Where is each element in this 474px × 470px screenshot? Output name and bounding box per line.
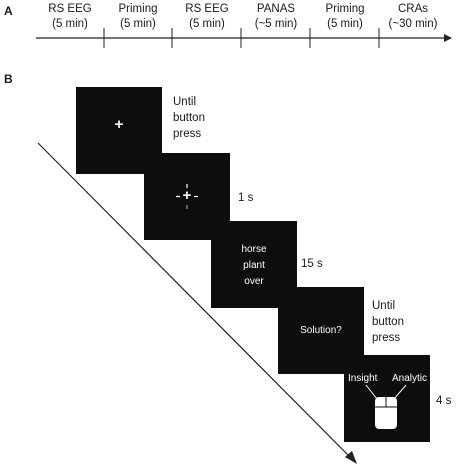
duration-fixation: Until button press bbox=[173, 94, 205, 142]
duration-line: button bbox=[173, 112, 205, 124]
duration-line: Until bbox=[372, 300, 396, 312]
segment-name: RS EEG bbox=[185, 3, 229, 15]
segment-duration: (~5 min) bbox=[254, 18, 298, 30]
triad-word: over bbox=[244, 276, 264, 287]
timeline-segment-cras: CRAs (~30 min) bbox=[378, 2, 448, 32]
mouse-icon bbox=[375, 397, 397, 429]
triad-word: horse bbox=[241, 244, 267, 255]
duration-line: press bbox=[173, 128, 202, 140]
duration-line: button bbox=[372, 316, 404, 328]
screen-response: Insight Analytic bbox=[344, 355, 430, 442]
triad-words: horse plant over bbox=[211, 242, 297, 290]
segment-name: RS EEG bbox=[48, 3, 92, 15]
duration-line: 15 s bbox=[301, 258, 323, 270]
segment-name: PANAS bbox=[256, 3, 296, 15]
screen-word-triad: horse plant over bbox=[211, 221, 297, 308]
response-graphic bbox=[365, 384, 407, 429]
segment-name: Priming bbox=[325, 3, 365, 15]
timeline-segment-priming-2: Priming (5 min) bbox=[310, 2, 380, 32]
triad-word: plant bbox=[243, 260, 265, 271]
timeline-segment-priming-1: Priming (5 min) bbox=[103, 2, 173, 32]
duration-cue: 1 s bbox=[238, 190, 253, 206]
cue-marks bbox=[176, 184, 198, 209]
timeline-segment-rs-eeg-2: RS EEG (5 min) bbox=[172, 2, 242, 32]
duration-line: press bbox=[372, 332, 401, 344]
segment-name: CRAs bbox=[397, 3, 429, 15]
solution-prompt: Solution? bbox=[300, 325, 342, 336]
pointer-line-left bbox=[365, 384, 378, 400]
time-arrow-head bbox=[345, 451, 357, 464]
duration-response: 4 s bbox=[436, 393, 451, 409]
segment-name: Priming bbox=[118, 3, 158, 15]
cue-cross: + bbox=[182, 187, 192, 204]
segment-duration: (5 min) bbox=[52, 18, 88, 30]
duration-word-triad: 15 s bbox=[301, 256, 323, 272]
fixation-cross: + bbox=[114, 116, 124, 133]
segment-duration: (5 min) bbox=[189, 18, 225, 30]
timeline-arrowhead bbox=[444, 34, 452, 42]
timeline-segment-panas: PANAS (~5 min) bbox=[241, 2, 311, 32]
segment-duration: (~30 min) bbox=[388, 18, 438, 30]
segment-duration: (5 min) bbox=[327, 18, 363, 30]
response-option-insight: Insight bbox=[348, 373, 378, 384]
timeline-segment-rs-eeg-1: RS EEG (5 min) bbox=[35, 2, 105, 32]
duration-line: Until bbox=[173, 96, 197, 108]
response-option-analytic: Analytic bbox=[392, 373, 428, 384]
panel-b-label: B bbox=[4, 72, 13, 86]
duration-solution: Until button press bbox=[372, 298, 404, 346]
segment-duration: (5 min) bbox=[120, 18, 156, 30]
timeline bbox=[36, 28, 452, 48]
duration-line: 4 s bbox=[436, 395, 452, 407]
duration-line: 1 s bbox=[238, 192, 254, 204]
panel-a-label: A bbox=[4, 4, 13, 18]
pointer-line-right bbox=[393, 384, 407, 400]
